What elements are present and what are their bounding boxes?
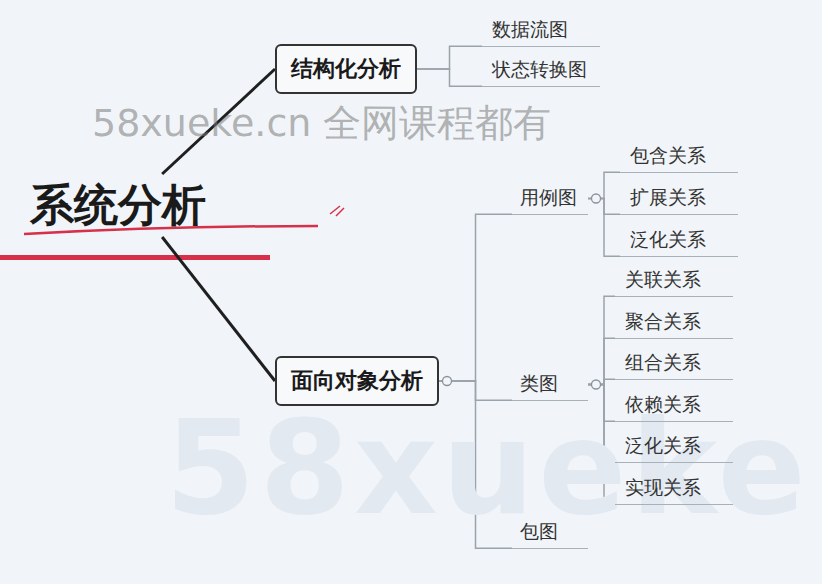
branch-connector bbox=[417, 46, 482, 69]
node-label: 结构化分析 bbox=[291, 54, 401, 84]
root-topic: 系统分析 bbox=[26, 174, 210, 237]
node-label: 聚合关系 bbox=[625, 309, 723, 335]
node-label: 类图 bbox=[520, 371, 580, 397]
leaf-topic: 包含关系 bbox=[620, 140, 738, 173]
node-label: 用例图 bbox=[520, 185, 580, 211]
branch-box: 结构化分析 bbox=[275, 44, 417, 94]
leaf-topic: 组合关系 bbox=[615, 347, 733, 380]
leaf-topic: 泛化关系 bbox=[615, 430, 733, 463]
node-label: 依赖关系 bbox=[625, 392, 723, 418]
node-label: 数据流图 bbox=[492, 17, 590, 43]
sub-topic: 包图 bbox=[512, 516, 588, 549]
watermark: 58xueke.cn 全网课程都有 bbox=[92, 98, 551, 149]
leaf-topic: 实现关系 bbox=[615, 472, 733, 505]
node-label: 状态转换图 bbox=[492, 57, 590, 83]
leaf-topic: 状态转换图 bbox=[482, 54, 600, 87]
leaf-topic: 依赖关系 bbox=[615, 389, 733, 422]
branch-connector bbox=[417, 69, 482, 86]
leaf-topic: 聚合关系 bbox=[615, 306, 733, 339]
pen-mark bbox=[330, 206, 344, 216]
node-label: 泛化关系 bbox=[625, 433, 723, 459]
leaf-topic: 关联关系 bbox=[615, 264, 733, 297]
node-label: 组合关系 bbox=[625, 350, 723, 376]
node-label: 关联关系 bbox=[625, 267, 723, 293]
node-label: 实现关系 bbox=[625, 475, 723, 501]
branch-connector bbox=[588, 199, 620, 257]
node-label: 包图 bbox=[520, 519, 580, 545]
sub-topic: 用例图 bbox=[512, 182, 588, 215]
collapse-dot bbox=[443, 377, 452, 386]
leaf-topic: 扩展关系 bbox=[620, 182, 738, 215]
branch-box: 面向对象分析 bbox=[275, 356, 439, 406]
watermark: 58xueke bbox=[165, 392, 810, 544]
collapse-dot bbox=[592, 380, 601, 389]
node-label: 扩展关系 bbox=[630, 185, 728, 211]
node-label: 系统分析 bbox=[30, 176, 206, 235]
branch-connector bbox=[588, 296, 615, 384]
branch-connector bbox=[439, 214, 512, 381]
branch-connector bbox=[162, 237, 275, 381]
leaf-topic: 数据流图 bbox=[482, 14, 600, 47]
sub-topic: 类图 bbox=[512, 368, 588, 401]
red-underline bbox=[0, 255, 270, 260]
node-label: 泛化关系 bbox=[630, 227, 728, 253]
collapse-dot bbox=[592, 194, 601, 203]
node-label: 包含关系 bbox=[630, 143, 728, 169]
node-label: 面向对象分析 bbox=[291, 366, 423, 396]
branch-connector bbox=[588, 338, 615, 384]
leaf-topic: 泛化关系 bbox=[620, 224, 738, 257]
